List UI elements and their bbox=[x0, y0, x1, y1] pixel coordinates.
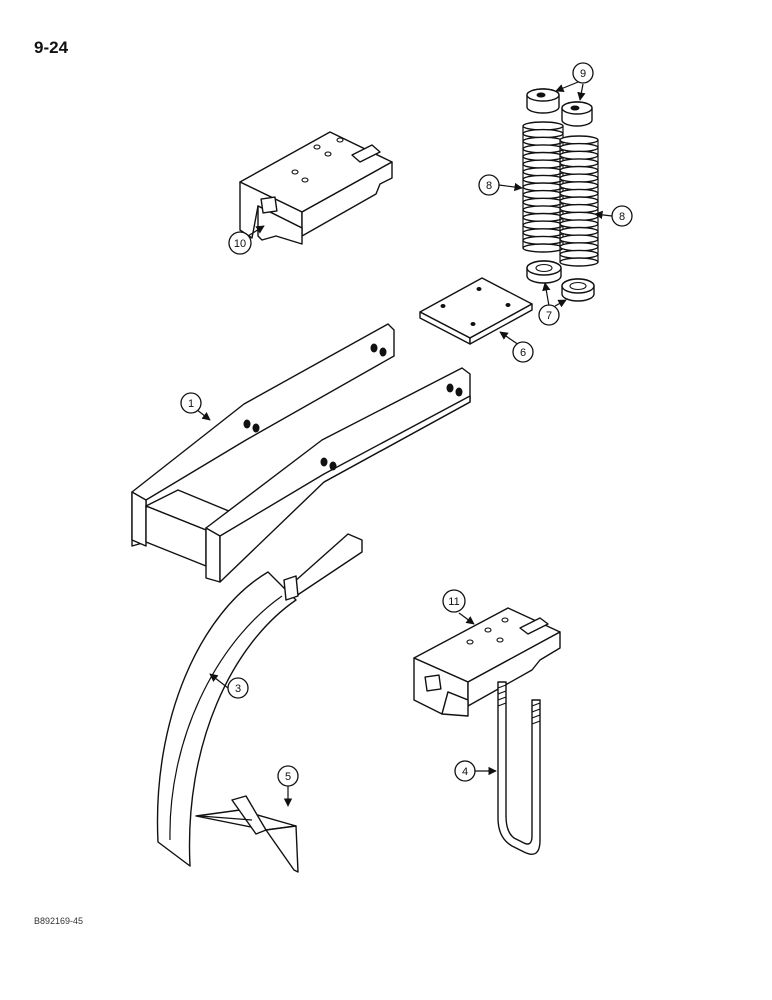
callout-7-label: 7 bbox=[546, 310, 552, 322]
callout-4-label: 4 bbox=[462, 766, 468, 778]
spring-coil bbox=[559, 226, 599, 237]
part-7-seats bbox=[526, 260, 595, 302]
spring-coil bbox=[522, 128, 564, 139]
part-3-shank bbox=[156, 533, 363, 867]
spring-coil bbox=[559, 219, 599, 229]
part-10-bracket bbox=[239, 131, 393, 245]
spring-coil bbox=[559, 158, 599, 168]
callout-9-label: 9 bbox=[580, 68, 586, 80]
spring-coil bbox=[522, 243, 564, 253]
part-11-bracket bbox=[413, 607, 561, 717]
spring-coil bbox=[559, 181, 599, 191]
callout-1: 1 bbox=[180, 392, 202, 414]
spring-coil bbox=[522, 151, 564, 162]
callout-7: 7 bbox=[538, 304, 560, 326]
part-6-plate bbox=[419, 277, 533, 345]
spring-coil bbox=[522, 228, 564, 238]
spring-coil bbox=[559, 142, 599, 153]
spring-coil bbox=[559, 203, 599, 214]
callout-5: 5 bbox=[277, 765, 299, 787]
page-number: 9-24 bbox=[34, 38, 69, 57]
callout-8-right-label: 8 bbox=[619, 211, 625, 223]
spring-coil bbox=[559, 249, 599, 260]
spring-coil bbox=[559, 211, 599, 222]
callout-6-label: 6 bbox=[520, 347, 526, 359]
spring-coil bbox=[559, 257, 599, 267]
callout-9: 9 bbox=[572, 62, 594, 84]
spring-coil bbox=[522, 189, 564, 200]
callout-8-right: 8 bbox=[611, 205, 633, 227]
callout-8-left: 8 bbox=[478, 174, 500, 196]
part-1-frame bbox=[131, 323, 471, 583]
spring-coil bbox=[522, 136, 564, 147]
part-9-caps bbox=[526, 88, 593, 127]
callout-1-label: 1 bbox=[188, 398, 194, 410]
spring-coil bbox=[559, 150, 599, 161]
callout-5-label: 5 bbox=[285, 771, 291, 783]
spring-coil bbox=[559, 242, 599, 252]
spring-coil bbox=[559, 234, 599, 244]
callout-3: 3 bbox=[227, 677, 249, 699]
spring-coil bbox=[559, 165, 599, 176]
part-8-spring-right bbox=[559, 135, 599, 267]
spring-coil bbox=[522, 235, 564, 246]
callout-3-label: 3 bbox=[235, 683, 241, 695]
spring-coil bbox=[559, 135, 599, 145]
part-4-u-bolt bbox=[497, 681, 541, 855]
callout-11-label: 11 bbox=[448, 596, 459, 608]
spring-coil bbox=[522, 144, 564, 154]
spring-coil bbox=[522, 197, 564, 208]
spring-coil bbox=[522, 212, 564, 223]
spring-coil bbox=[522, 167, 564, 177]
spring-coil bbox=[559, 188, 599, 199]
part-5-sweep bbox=[195, 795, 299, 873]
callout-8-left-label: 8 bbox=[486, 180, 492, 192]
callout-4: 4 bbox=[454, 760, 476, 782]
callout-10: 10 bbox=[228, 231, 252, 255]
part-8-spring-left bbox=[522, 121, 564, 253]
spring-coil bbox=[522, 182, 564, 192]
spring-coil bbox=[522, 220, 564, 230]
spring-coil bbox=[522, 205, 564, 215]
spring-coil bbox=[522, 159, 564, 169]
callout-6: 6 bbox=[512, 341, 534, 363]
callout-10-label: 10 bbox=[234, 238, 246, 250]
spring-coil bbox=[559, 173, 599, 183]
callout-11: 11 bbox=[442, 589, 466, 613]
spring-coil bbox=[522, 174, 564, 185]
spring-coil bbox=[559, 196, 599, 206]
spring-coil bbox=[522, 121, 564, 131]
figure-code: B892169-45 bbox=[34, 916, 84, 926]
